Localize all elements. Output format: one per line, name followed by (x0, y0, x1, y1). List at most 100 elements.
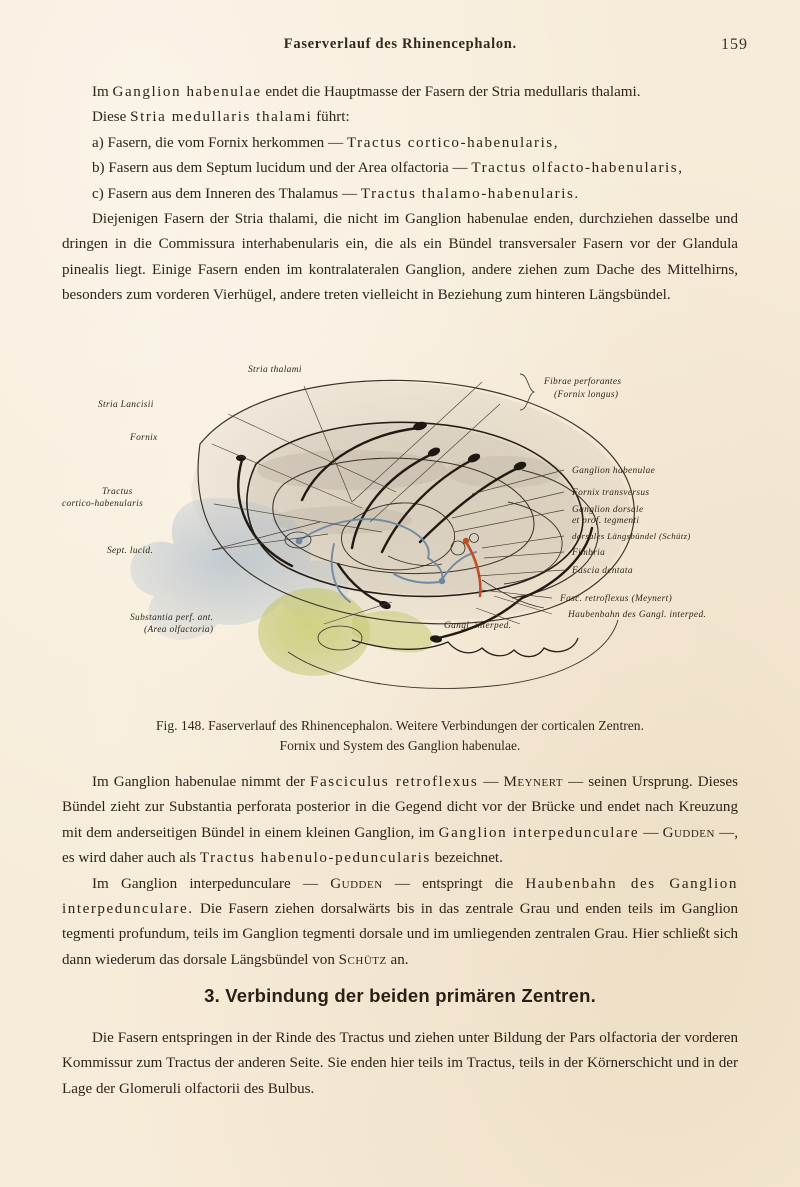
term-ganglion-interpedunculare: Ganglion interpedunculare (438, 824, 640, 841)
leader-fibrae-a (351, 381, 483, 503)
anatomical-figure: Stria thalami Stria Lancisii Fornix Trac… (52, 352, 752, 702)
leader-stria-thalami (303, 385, 353, 503)
text-seg: endet die Hauptmasse der Fasern der Stri… (261, 84, 641, 100)
label-ganglion-dorsale-line2: et prof. tegmenti (572, 515, 639, 526)
label-gangl-interped: Gangl. interped. (444, 621, 511, 631)
leader-fornix-transversus (451, 491, 565, 519)
text-seg: — (639, 824, 663, 841)
wash-inner-ring (248, 424, 580, 595)
term-ganglion-habenulae: Ganglion habenulae (112, 84, 262, 100)
fiber-blue-upper (299, 518, 430, 559)
outline-lower-curve (481, 579, 545, 609)
paragraph-fasciculus-retroflexus: Im Ganglion habenulae nimmt der Fascicul… (62, 770, 738, 872)
label-fimbria: Fimbria (571, 548, 605, 558)
outline-ganglion-habenulae-circle (450, 540, 466, 556)
figure-fiber-tract-red (462, 537, 482, 598)
leader-stria-lancisii (227, 413, 397, 493)
outline-scalloped-base (351, 637, 579, 658)
leader-lines-left (211, 385, 397, 625)
endbulb-cortico (427, 447, 441, 457)
text-seg: — (478, 774, 504, 790)
text-seg: Im Ganglion habenulae nimmt der (92, 774, 311, 790)
figure-blue-endbulbs (295, 537, 446, 585)
fiber-haubenbahn (436, 596, 524, 640)
label-fascia-dentata: Fascia dentata (571, 566, 633, 576)
text-seg: bezeichnet. (430, 850, 503, 867)
running-head-title: Faserverlauf des Rhinencephalon. (283, 36, 517, 52)
paragraph-tail: Diejenigen Fasern der Stria thalami, die… (62, 211, 738, 304)
leader-fibrae-b (369, 403, 501, 523)
text-seg: a) Fasern, die vom Fornix herkommen — (92, 134, 347, 151)
text-seg: — entspringt die (382, 875, 526, 892)
label-tractus-cortico-line2: cortico-habenularis (62, 499, 143, 509)
term-tractus-olfacto-habenularis: Tractus olfacto-habenularis, (471, 160, 684, 177)
label-stria-thalami: Stria thalami (248, 365, 302, 375)
figure-outlines (197, 379, 635, 689)
author-meynert: Meynert (503, 774, 564, 790)
list-item-c: c) Fasern aus dem Inneren des Thalamus —… (62, 182, 738, 207)
fiber-fornix-arc (300, 426, 420, 502)
leader-haubenbahn (493, 595, 553, 615)
paragraph-haubenbahn: Im Ganglion interpedunculare — Gudden — … (62, 872, 738, 974)
label-tractus-cortico-line1: Tractus (102, 487, 133, 497)
label-stria-lancisii: Stria Lancisii (98, 400, 154, 410)
text-seg: — seinen Ursprung. Dieses Bündel zieht z… (62, 774, 738, 841)
text-seg: —, es wird daher auch als (62, 824, 739, 867)
leader-ganglion-dorsale (453, 509, 565, 533)
label-fibrae-perforantes-line1: Fibrae perforantes (543, 376, 621, 387)
term-tractus-habenulo-peduncularis: Tractus habenulo-peduncularis (199, 850, 431, 867)
label-substantia-line2: (Area olfactoria) (144, 624, 213, 635)
wash-shadow-upper (257, 450, 447, 490)
text-seg: Diese (92, 109, 131, 126)
term-tractus-cortico-habenularis: Tractus cortico-habenularis, (346, 134, 560, 151)
leader-gangl-interped (475, 607, 521, 625)
paragraph-block-two: Im Ganglion habenulae nimmt der Fascicul… (62, 770, 738, 973)
fiber-fasciculus-retroflexus (464, 540, 482, 598)
endbulb-fornix (413, 421, 427, 431)
outline-fascia-dentata (511, 469, 599, 599)
leader-lines-right (351, 373, 565, 625)
bracket-fibrae-perforantes (519, 373, 536, 411)
text-seg: führt: (312, 109, 350, 126)
label-fornix: Fornix (129, 433, 158, 443)
endbulb-olfacto (467, 453, 481, 463)
paragraph-intro: Im Ganglion habenulae endet die Hauptmas… (62, 80, 738, 105)
wash-area-olfactoria (258, 588, 370, 676)
outline-bottom-sweep (287, 619, 619, 689)
author-gudden-one: Gudden (662, 824, 715, 841)
fiber-blue-descend (330, 543, 351, 603)
endbulb-descending (379, 600, 391, 610)
leader-fimbria (483, 551, 565, 559)
fiber-thalamo-habenularis (418, 466, 520, 544)
figure-fiber-tracts-dark (237, 426, 594, 640)
figure-labels: Stria thalami Stria Lancisii Fornix Trac… (62, 365, 706, 635)
leader-substantia (323, 601, 393, 625)
term-tractus-thalamo-habenularis: Tractus thalamo-habenularis. (360, 185, 580, 202)
wash-shadow-mid (272, 506, 412, 534)
text-seg: an. (386, 951, 409, 968)
label-dorsales-laengsbuendel: dorsales Längsbündel (Schütz) (572, 531, 691, 541)
section-heading: 3. Verbindung der beiden primären Zentre… (204, 985, 596, 1006)
endbulb-blue-left (295, 537, 303, 545)
label-sept-lucid: Sept. lucid. (107, 546, 153, 556)
endbulb-lancisii (236, 454, 246, 462)
outline-small-nucleus (469, 533, 479, 543)
term-stria-medullaris: Stria medullaris thalami (130, 109, 313, 126)
fiber-stria-lancisii (237, 458, 294, 568)
paragraph-block-one: Im Ganglion habenulae endet die Hauptmas… (62, 80, 738, 309)
outline-outer-cortex (197, 379, 635, 625)
endbulb-blue-mid (438, 577, 446, 585)
label-substantia-line1: Substantia perf. ant. (130, 612, 213, 623)
leader-ganglion-habenulae (471, 469, 565, 495)
label-fasc-retroflexus: Fasc. retroflexus (Meynert) (559, 593, 672, 604)
outline-inner-ring (272, 457, 535, 575)
label-ganglion-dorsale-line1: Ganglion dorsale (572, 505, 644, 515)
figure-caption-line-2: Fornix und System des Ganglion habenulae… (279, 738, 521, 753)
fiber-cortico-habenularis (350, 452, 434, 550)
label-fornix-transversus: Fornix transversus (571, 488, 649, 498)
figure-fiber-endbulbs (236, 421, 527, 643)
label-ganglion-habenulae: Ganglion habenulae (572, 466, 655, 476)
text-seg: Im (92, 84, 113, 100)
page-number: 159 (721, 36, 748, 53)
